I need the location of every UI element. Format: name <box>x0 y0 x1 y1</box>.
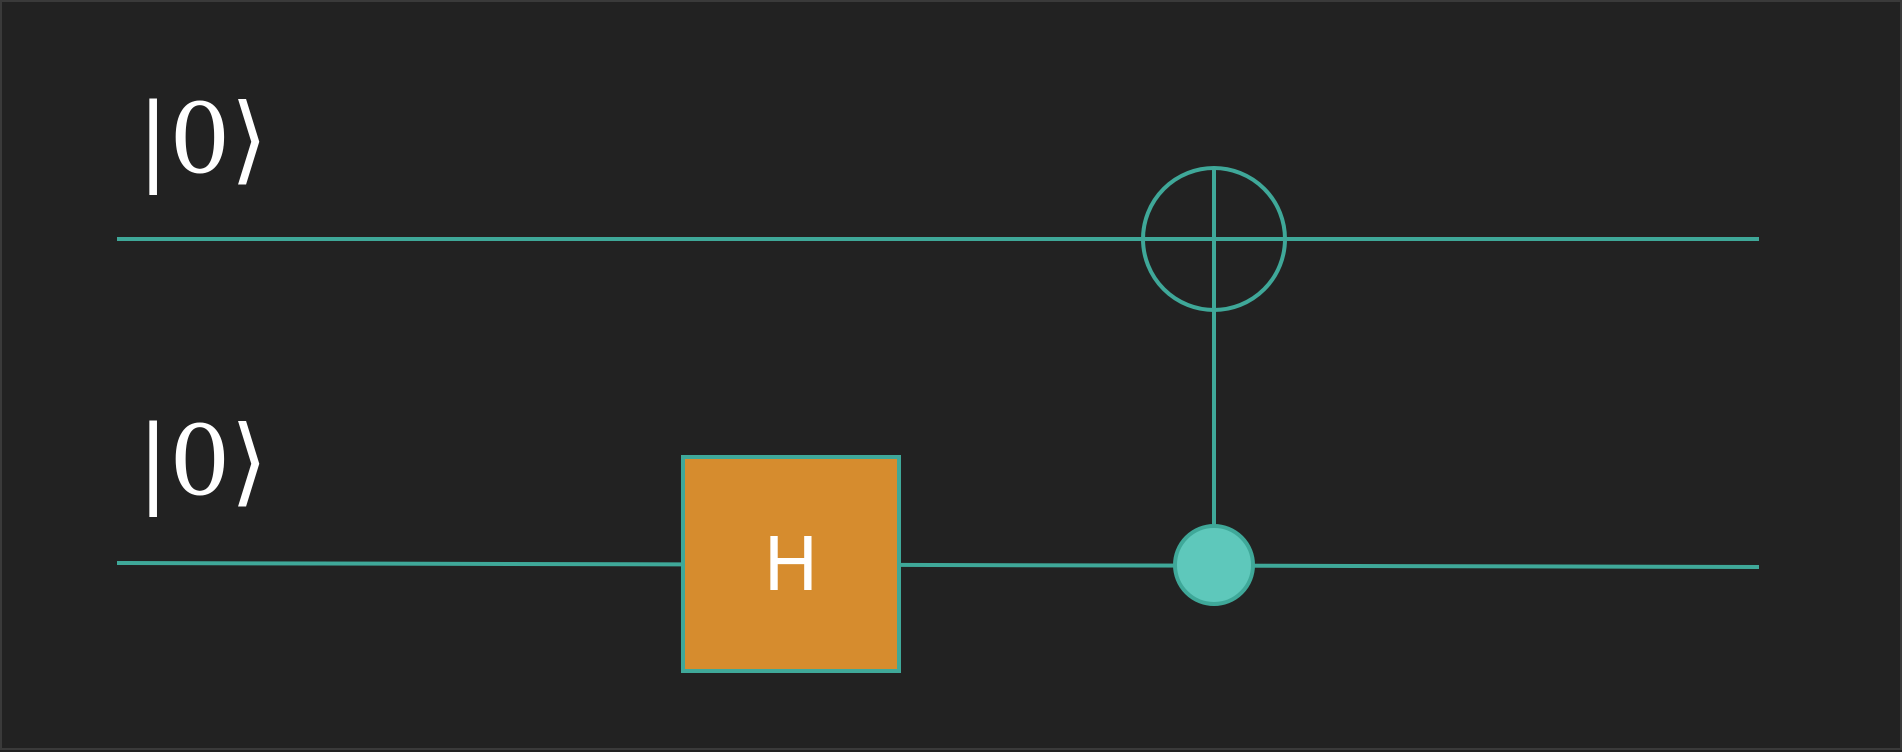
qubit-0-label: |0⟩ <box>137 83 268 195</box>
qubit-1-wire <box>116 561 1760 569</box>
cnot-control-dot <box>1173 524 1255 606</box>
hadamard-gate-label: H <box>763 522 819 608</box>
qubit-1-label: |0⟩ <box>137 405 268 517</box>
hadamard-gate: H <box>681 455 901 673</box>
hadamard-gate-box <box>681 455 901 673</box>
cnot-gate <box>1141 166 1287 606</box>
